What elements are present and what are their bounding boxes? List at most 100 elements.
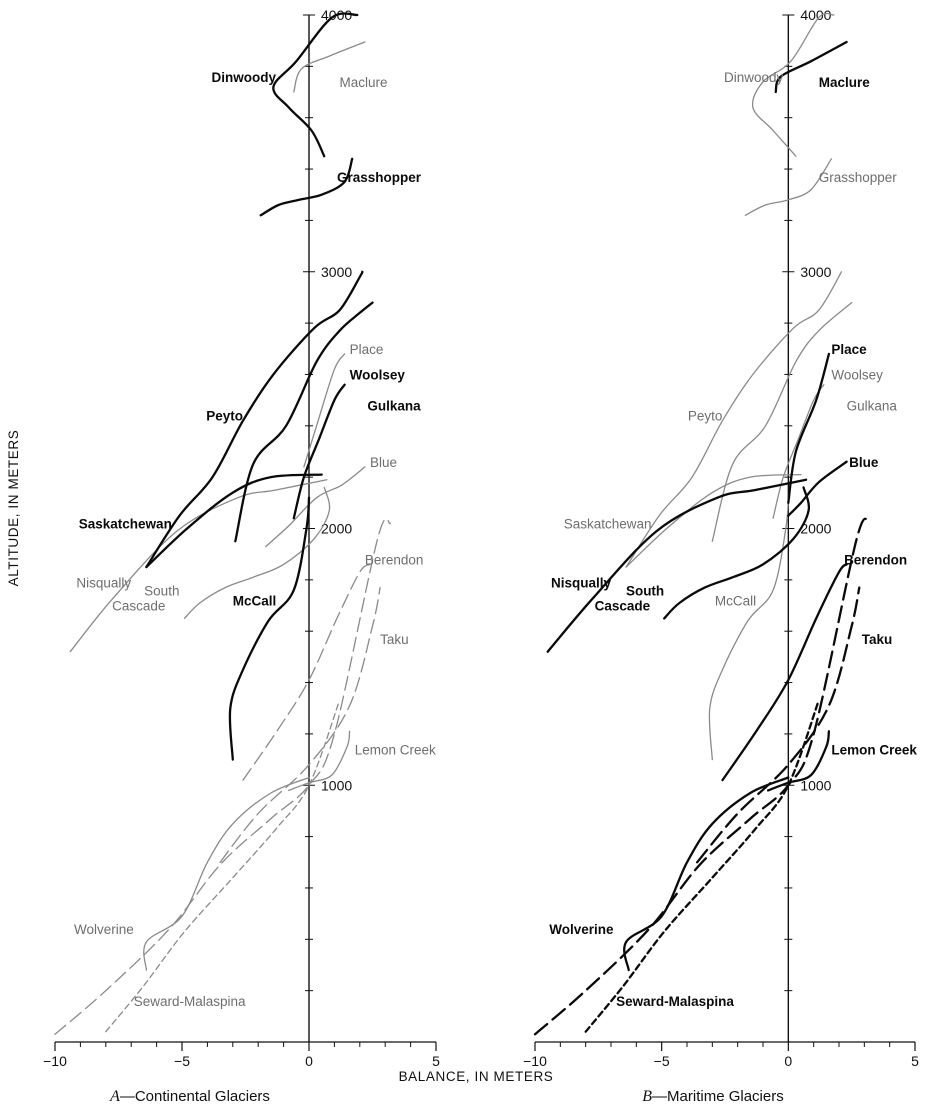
series-line-lemon-creek [288, 730, 351, 792]
series-label-grasshopper: Grasshopper [819, 170, 898, 185]
altitude-label: 2000 [800, 521, 831, 537]
series-line-berendon [242, 563, 371, 781]
panel-a-series [54, 12, 391, 1035]
series-label-seward-malaspina: Seward-Malaspina [616, 994, 734, 1009]
series-line-wolverine [143, 776, 310, 971]
series-line-berendon [721, 563, 848, 782]
series-label-dinwoody: Dinwoody [724, 70, 784, 85]
series-line-grasshopper [259, 157, 354, 217]
series-label-mccall: McCall [715, 594, 756, 609]
series-line-lemon-creek [766, 730, 831, 792]
series-line-woolsey [711, 301, 853, 542]
series-label-lemon-creek: Lemon Creek [355, 742, 436, 757]
x-tick-label: −10 [523, 1053, 547, 1069]
x-tick-label: 5 [911, 1053, 919, 1069]
series-line-gulkana [772, 384, 825, 519]
panel-a-title: A—Continental Glaciers [109, 1088, 270, 1105]
series-label-mccall: McCall [233, 594, 277, 609]
x-tick-label: 0 [784, 1053, 792, 1069]
series-line-taku [219, 586, 381, 863]
series-line-south-cascade [663, 486, 811, 620]
panel-maritime: −10 −5 0 5 1000 2000 3000 4000 DinwoodyGrasshop… [523, 7, 919, 1105]
altitude-label: 1000 [321, 777, 352, 793]
series-line-south-cascade [183, 486, 331, 620]
series-line-gulkana [292, 383, 346, 520]
series-label-woolsey: Woolsey [831, 368, 883, 383]
y-axis-title: ALTITUDE, IN METERS [6, 430, 21, 587]
series-line-wolverine-seward-dashed-lower [533, 517, 871, 1036]
series-line-mccall [228, 496, 311, 761]
series-line-maclure [774, 40, 848, 94]
series-label-nisqually: Nisqually [551, 576, 612, 591]
series-line-blue [265, 466, 366, 548]
panel-b-letter: B [642, 1088, 652, 1105]
altitude-label: 3000 [800, 264, 831, 280]
series-label-berendon: Berendon [365, 552, 424, 567]
altitude-label: 2000 [321, 521, 352, 537]
panel-b-title: B—Maritime Glaciers [642, 1088, 783, 1105]
x-axis-title: BALANCE, IN METERS [399, 1069, 554, 1084]
series-line-place [303, 353, 346, 468]
altitude-label: 4000 [800, 7, 831, 23]
x-tick-label: 0 [305, 1053, 313, 1069]
series-line-saskatchewan [145, 473, 323, 569]
x-tick-label: −5 [174, 1053, 190, 1069]
series-label-wolverine: Wolverine [74, 922, 134, 937]
series-label-saskatchewan: Saskatchewan [79, 517, 172, 532]
series-label-lemon-creek: Lemon Creek [831, 742, 917, 757]
series-label-wolverine: Wolverine [549, 922, 614, 937]
series-label-taku: Taku [380, 632, 409, 647]
altitude-label: 1000 [800, 777, 831, 793]
x-tick-label: −10 [43, 1053, 67, 1069]
series-label-gulkana: Gulkana [367, 398, 421, 413]
series-line-seward-malaspina [584, 699, 820, 1033]
series-label-grasshopper: Grasshopper [337, 170, 422, 185]
series-label-berendon: Berendon [844, 552, 907, 567]
series-line-peyto [145, 270, 364, 569]
series-line-woolsey [234, 301, 374, 543]
x-tick-label: 5 [432, 1053, 440, 1069]
series-line-dinwoody [272, 12, 359, 158]
series-label-place: Place [831, 342, 867, 357]
series-label-blue: Blue [849, 455, 879, 470]
series-line-taku [695, 586, 861, 864]
series-line-place [787, 352, 831, 504]
series-line-peyto [625, 271, 843, 568]
x-tick-label: −5 [654, 1053, 670, 1069]
panel-a-title-text: —Continental Glaciers [120, 1088, 270, 1105]
series-label-maclure: Maclure [339, 75, 387, 90]
series-line-seward-malaspina [105, 699, 341, 1033]
series-line-nisqually [546, 478, 808, 653]
series-line-wolverine [623, 776, 790, 972]
panel-a-letter: A [109, 1088, 120, 1105]
panel-b-title-text: —Maritime Glaciers [652, 1088, 784, 1105]
series-label-saskatchewan: Saskatchewan [564, 517, 652, 532]
panel-b-series [533, 12, 871, 1036]
series-line-maclure [293, 41, 366, 93]
series-line-mccall [708, 497, 789, 761]
series-line-wolverine-seward-dashed-lower [54, 518, 391, 1035]
series-line-nisqually [69, 479, 328, 653]
series-label-peyto: Peyto [206, 409, 243, 424]
series-line-grasshopper [744, 158, 833, 216]
series-label-maclure: Maclure [819, 75, 871, 90]
panel-b-axes: −10 −5 0 5 1000 2000 3000 4000 [523, 7, 919, 1069]
series-label-nisqually: Nisqually [76, 576, 131, 591]
series-label-dinwoody: Dinwoody [211, 70, 276, 85]
series-line-dinwoody [751, 12, 835, 157]
series-label-gulkana: Gulkana [847, 398, 898, 413]
series-label-peyto: Peyto [688, 409, 723, 424]
altitude-label: 3000 [321, 264, 352, 280]
series-label-blue: Blue [370, 455, 397, 470]
series-label-taku: Taku [862, 632, 893, 647]
series-line-blue [787, 460, 848, 517]
series-label-seward-malaspina: Seward-Malaspina [134, 994, 246, 1009]
series-line-saskatchewan [625, 473, 802, 568]
